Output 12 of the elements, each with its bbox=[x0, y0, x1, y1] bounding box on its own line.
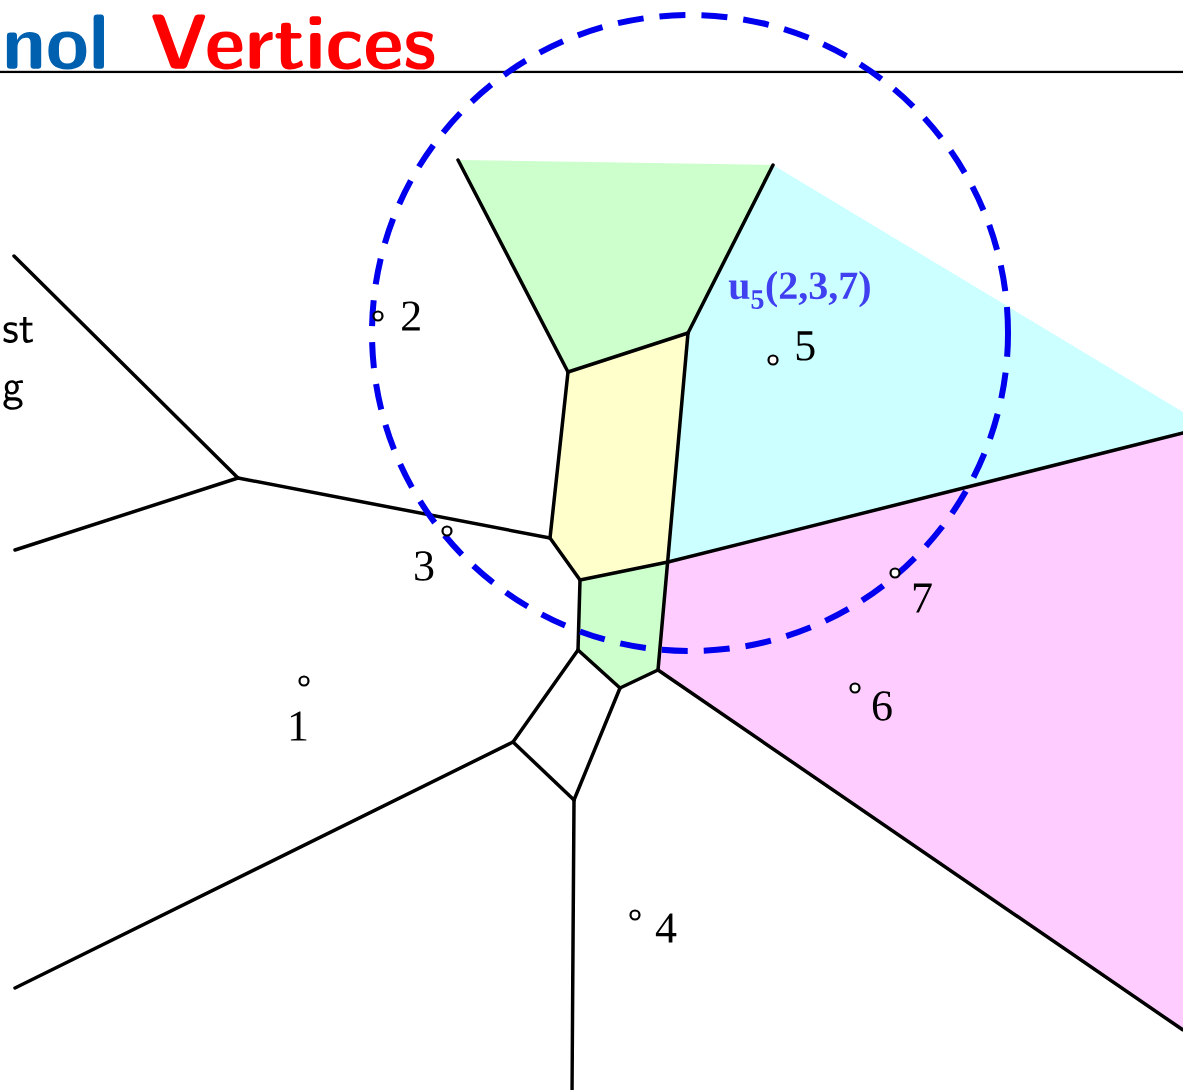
heading-text: nol bbox=[6, 14, 104, 70]
point-number: 5 bbox=[796, 331, 815, 361]
heading-text: Vertices bbox=[152, 14, 435, 70]
cut-text: st bbox=[3, 317, 34, 343]
cut-text: g bbox=[3, 380, 24, 410]
point-number: 6 bbox=[872, 691, 892, 721]
point-number: 2 bbox=[402, 301, 420, 331]
point-number: 4 bbox=[655, 913, 677, 943]
point-number: 1 bbox=[290, 711, 307, 741]
vertex-label: u$_{5}$(2,3,7) bbox=[728, 271, 870, 309]
point-number: 7 bbox=[913, 583, 932, 613]
point-number: 3 bbox=[415, 551, 434, 581]
